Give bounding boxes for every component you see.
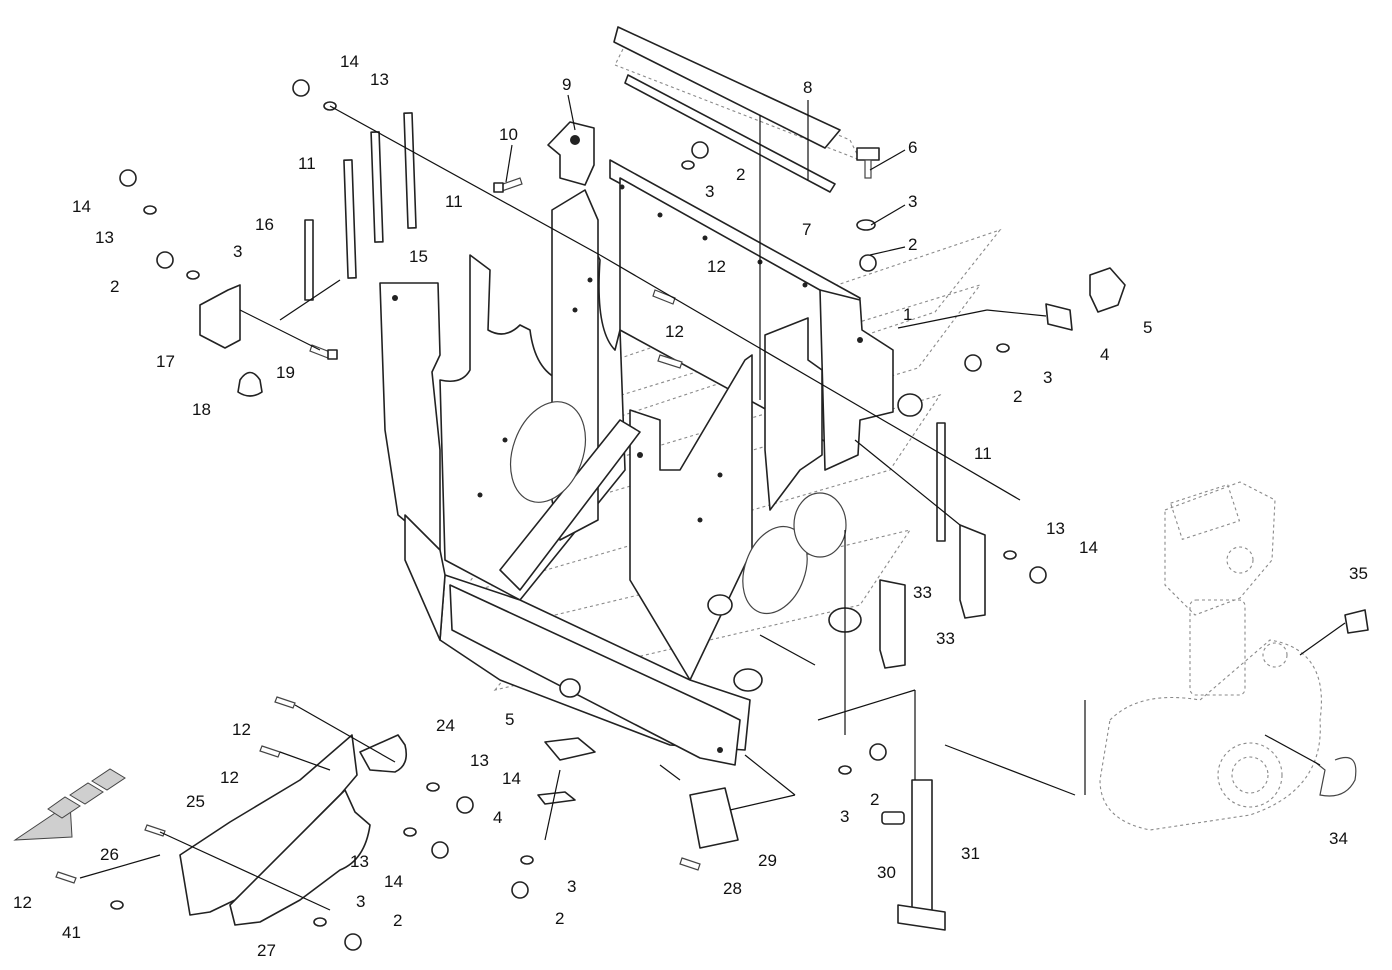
callout-30: 30 <box>877 863 896 882</box>
callout-35: 35 <box>1349 564 1368 583</box>
leader-lines <box>79 94 1346 911</box>
callout-18: 18 <box>192 400 211 419</box>
callout-2: 2 <box>908 235 917 254</box>
callout-14: 14 <box>340 52 359 71</box>
callout-12: 12 <box>665 322 684 341</box>
callout-25: 25 <box>186 792 205 811</box>
callout-29: 29 <box>758 851 777 870</box>
callout-13: 13 <box>95 228 114 247</box>
callout-14: 14 <box>384 872 403 891</box>
callout-14: 14 <box>1079 538 1098 557</box>
callout-2: 2 <box>870 790 879 809</box>
callout-24: 24 <box>436 716 455 735</box>
callout-9: 9 <box>562 75 571 94</box>
callout-14: 14 <box>502 769 521 788</box>
callout-31: 31 <box>961 844 980 863</box>
callout-10: 10 <box>499 125 518 144</box>
callout-13: 13 <box>1046 519 1065 538</box>
callout-7: 7 <box>802 220 811 239</box>
callout-12: 12 <box>232 720 251 739</box>
callout-3: 3 <box>705 182 714 201</box>
callout-2: 2 <box>393 911 402 930</box>
callout-4: 4 <box>1100 345 1109 364</box>
callout-4: 4 <box>493 808 502 827</box>
callout-2: 2 <box>736 165 745 184</box>
callout-6: 6 <box>908 138 917 157</box>
callout-17: 17 <box>156 352 175 371</box>
callout-3: 3 <box>840 807 849 826</box>
callout-12: 12 <box>707 257 726 276</box>
callout-5: 5 <box>505 710 514 729</box>
callout-14: 14 <box>72 197 91 216</box>
callout-16: 16 <box>255 215 274 234</box>
callout-3: 3 <box>908 192 917 211</box>
callout-33: 33 <box>936 629 955 648</box>
callout-3: 3 <box>356 892 365 911</box>
callout-15: 15 <box>409 247 428 266</box>
callout-5: 5 <box>1143 318 1152 337</box>
callout-26: 26 <box>100 845 119 864</box>
callout-19: 19 <box>276 363 295 382</box>
callout-13: 13 <box>470 751 489 770</box>
callout-3: 3 <box>233 242 242 261</box>
callout-2: 2 <box>555 909 564 928</box>
callout-41: 41 <box>62 923 81 942</box>
callout-12: 12 <box>220 768 239 787</box>
direction-arrow-icon <box>13 768 126 841</box>
callout-3: 3 <box>1043 368 1052 387</box>
loose-parts <box>55 26 1369 951</box>
callout-13: 13 <box>350 852 369 871</box>
callout-11: 11 <box>445 192 463 211</box>
callout-1: 1 <box>903 305 912 324</box>
callout-11: 11 <box>298 154 316 173</box>
callout-2: 2 <box>1013 387 1022 406</box>
callout-33: 33 <box>913 583 932 602</box>
callout-34: 34 <box>1329 829 1348 848</box>
callout-12: 12 <box>13 893 32 912</box>
callout-28: 28 <box>723 879 742 898</box>
callout-2: 2 <box>110 277 119 296</box>
callout-8: 8 <box>803 78 812 97</box>
callout-11: 11 <box>974 444 992 463</box>
callout-27: 27 <box>257 941 276 960</box>
callout-13: 13 <box>370 70 389 89</box>
main-frame <box>379 159 923 766</box>
callout-labels: 1 2 2 2 2 2 2 2 3 3 3 3 3 3 3 4 4 5 5 6 … <box>13 52 1368 960</box>
callout-3: 3 <box>567 877 576 896</box>
